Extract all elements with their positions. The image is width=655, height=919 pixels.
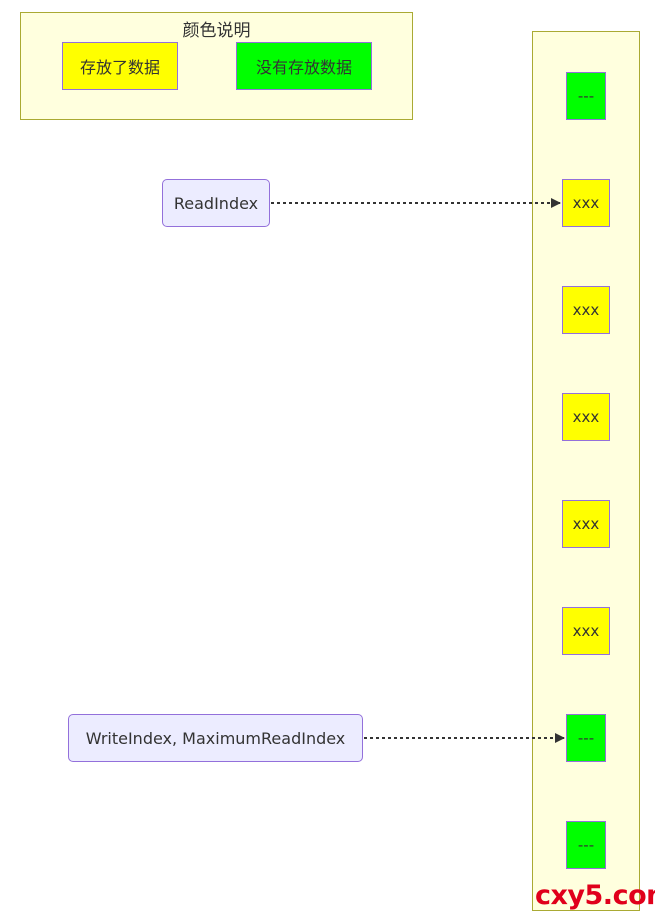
buffer-cell: xxx [562, 607, 610, 655]
legend-stored-swatch: 存放了数据 [62, 42, 178, 90]
buffer-column [532, 31, 640, 911]
watermark: cxy5.com [535, 880, 655, 911]
buffer-cell: xxx [562, 286, 610, 334]
legend-empty-swatch: 没有存放数据 [236, 42, 372, 90]
buffer-cell: --- [566, 72, 606, 120]
buffer-cell: --- [566, 821, 606, 869]
read-index-node: ReadIndex [162, 179, 270, 227]
write-index-node: WriteIndex, MaximumReadIndex [68, 714, 363, 762]
buffer-cell: xxx [562, 393, 610, 441]
buffer-cell: xxx [562, 179, 610, 227]
buffer-cell: --- [566, 714, 606, 762]
buffer-cell: xxx [562, 500, 610, 548]
legend-title: 颜色说明 [182, 21, 251, 41]
